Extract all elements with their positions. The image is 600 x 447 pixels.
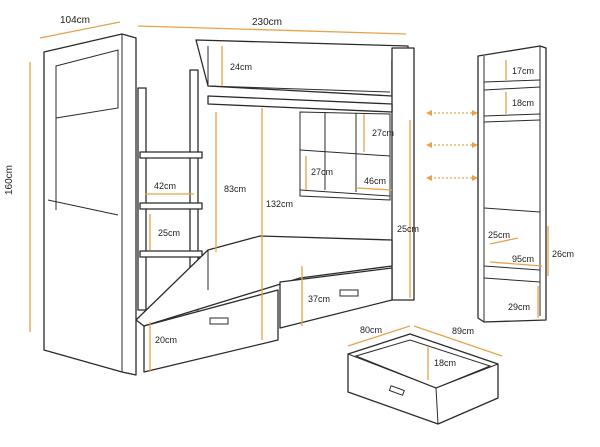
double-arrow-2 — [426, 142, 478, 148]
ladder-rung-3 — [139, 250, 203, 258]
label-guard-height: 24cm — [230, 62, 252, 72]
bunk-bed — [43, 33, 415, 376]
drawer-handle-right — [339, 289, 359, 297]
label-top-bunk-height: 132cm — [266, 199, 293, 209]
label-shelf-width: 46cm — [364, 176, 386, 186]
ladder-rung-1 — [139, 151, 203, 159]
top-guard-rail — [195, 39, 409, 97]
label-drawer-front-height: 20cm — [155, 335, 177, 345]
label-bookcase-lower-height: 26cm — [552, 249, 574, 259]
label-drawer-section-height: 37cm — [308, 294, 330, 304]
under-bed-drawer-left — [143, 289, 279, 373]
label-bottom-clearance: 83cm — [224, 184, 246, 194]
label-bookcase-bottom-height: 29cm — [508, 302, 530, 312]
double-arrow-3 — [426, 175, 478, 181]
label-bookcase-lower-width: 95cm — [512, 254, 534, 264]
label-bookcase-shelf-2: 18cm — [512, 98, 534, 108]
label-drawer-depth: 89cm — [452, 326, 474, 336]
reposition-arrows — [426, 110, 478, 181]
label-bookcase-shelf-1: 17cm — [512, 66, 534, 76]
label-bookcase-depth: 25cm — [488, 230, 510, 240]
bottom-bunk-base — [135, 235, 393, 327]
drawer-handle-left — [209, 317, 229, 325]
label-shelf-height-side: 27cm — [311, 167, 333, 177]
right-end-post — [391, 47, 415, 301]
ladder-rail-left — [137, 87, 147, 311]
label-bed-depth: 104cm — [60, 15, 90, 26]
label-shelf-height-top: 27cm — [372, 128, 394, 138]
label-step-width: 42cm — [154, 181, 176, 191]
label-bed-length: 230cm — [252, 17, 282, 28]
label-drawer-height: 18cm — [434, 358, 456, 368]
built-in-shelves — [299, 111, 391, 201]
drawer-pull — [388, 385, 405, 396]
drawer-detail: 80cm 89cm 18cm — [347, 325, 503, 425]
double-arrow-1 — [426, 110, 478, 116]
label-total-height: 160cm — [4, 165, 15, 195]
bookcase: 17cm 18cm 25cm 26cm 95cm 29cm — [477, 45, 574, 323]
bed-dimensions: 104cm 230cm 160cm 24cm 42cm 25cm 83cm 13… — [4, 15, 419, 372]
upper-front-rail — [207, 95, 393, 113]
under-bed-drawer-right — [279, 267, 393, 329]
label-step-gap: 25cm — [158, 228, 180, 238]
ladder-rung-2 — [139, 202, 203, 210]
label-drawer-width: 80cm — [360, 325, 382, 335]
label-shelf-depth: 25cm — [397, 224, 419, 234]
